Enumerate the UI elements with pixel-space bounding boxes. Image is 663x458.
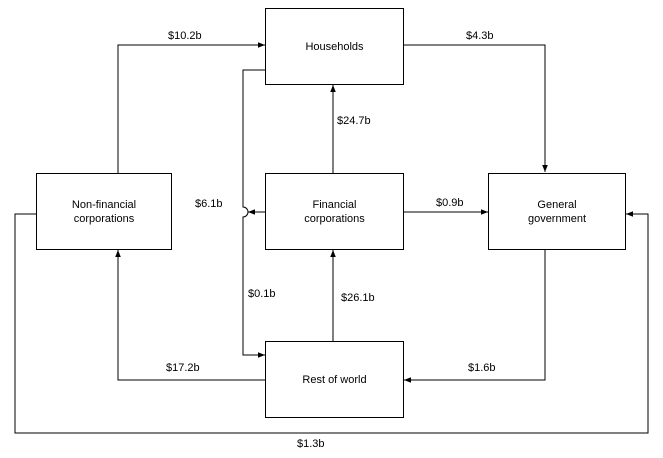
flow-label-rest-to-financial: $26.1b (341, 292, 375, 304)
node-nonfinancial-corporations: Non-financial corporations (36, 173, 172, 250)
flow-label-rest-to-nonfin: $17.2b (166, 362, 200, 374)
flow-label-government-to-rest: $1.6b (468, 362, 496, 374)
flow-label-households-to-government: $4.3b (466, 30, 494, 42)
flow-label-nonfin-to-households: $10.2b (168, 30, 202, 42)
node-financial-label: Financial corporations (304, 198, 365, 226)
flow-label-nonfin-to-government: $1.3b (297, 438, 325, 450)
arrow-rest-to-nonfin (115, 250, 265, 381)
node-nonfinancial-label-line2: corporations (73, 212, 135, 225)
arrow-government-to-rest (404, 250, 546, 383)
arrow-nonfin-to-households (117, 42, 265, 173)
arrow-households-to-rest (242, 69, 265, 358)
node-rest-of-world-label: Rest of world (302, 373, 367, 386)
node-households: Households (265, 8, 404, 85)
flow-label-households-to-rest: $0.1b (248, 288, 276, 300)
node-government-label: General government (528, 198, 586, 226)
node-nonfinancial-label: Non-financial corporations (72, 198, 136, 226)
flow-label-financial-to-government: $0.9b (436, 197, 464, 209)
arrow-households-to-government (404, 44, 548, 172)
flow-label-financial-to-households: $24.7b (337, 115, 371, 127)
node-nonfinancial-label-line1: Non-financial (71, 198, 137, 211)
node-financial-corporations: Financial corporations (265, 173, 404, 250)
node-financial-label-line1: Financial (312, 198, 357, 211)
node-financial-label-line2: corporations (304, 212, 365, 225)
flow-label-financial-to-nonfin: $6.1b (195, 198, 223, 210)
arrow-nonfin-to-government-outer (14, 211, 649, 434)
node-government-label-line2: government (527, 212, 587, 225)
node-rest-of-world: Rest of world (265, 341, 404, 418)
node-households-label: Households (305, 40, 364, 53)
node-general-government: General government (488, 173, 626, 250)
node-government-label-line1: General (537, 198, 577, 211)
